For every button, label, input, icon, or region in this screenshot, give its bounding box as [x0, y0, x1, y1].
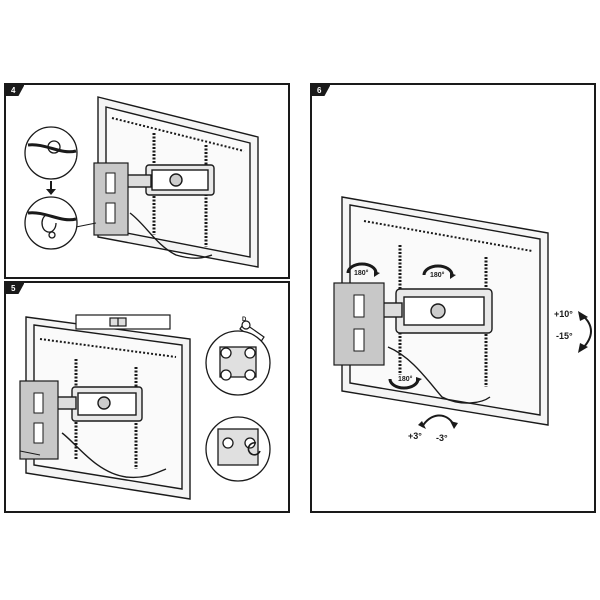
step-6-number: 6 [312, 85, 330, 96]
tilt-arrow-icon [581, 314, 592, 350]
step-6-illustration: 180° 180° 180° +10° -15° +3° -3° [333, 196, 592, 443]
step-4-illustration [24, 96, 259, 268]
level-tool-icon [75, 314, 171, 330]
vent-slots [363, 220, 533, 252]
vent-slots [111, 117, 245, 152]
tilt-down-label: -15° [556, 331, 573, 341]
swivel-label-2: 180° [430, 271, 445, 279]
swivel-label-1: 180° [354, 269, 369, 277]
step-5-number: 5 [6, 283, 24, 294]
vent-slots [39, 338, 177, 358]
swivel-label-3: 180° [398, 375, 413, 383]
cable [387, 346, 491, 404]
step-4-panel: 4 [4, 83, 290, 279]
step-6-panel: 6 [310, 83, 596, 513]
level-plus-label: +3° [408, 431, 422, 441]
level-minus-label: -3° [436, 433, 448, 443]
cable [61, 432, 167, 479]
wall-mount-arm [51, 386, 143, 422]
svg-text:D: D [242, 317, 247, 323]
wall-mount-arm [120, 164, 215, 196]
wall-mount-arm [371, 288, 493, 334]
step-4-number: 4 [6, 85, 24, 96]
cable-clip-closed-icon [24, 196, 78, 250]
tilt-up-label: +10° [554, 309, 573, 319]
cable [129, 212, 213, 259]
arrow-down-icon [46, 181, 56, 195]
step-5-illustration: D [19, 314, 271, 500]
step-5-panel: 5 [4, 281, 290, 513]
cable-clip-icon [24, 126, 78, 180]
zoom-detail-top [205, 330, 271, 396]
zoom-detail-bottom [205, 416, 271, 482]
level-arrow-icon [421, 414, 455, 428]
